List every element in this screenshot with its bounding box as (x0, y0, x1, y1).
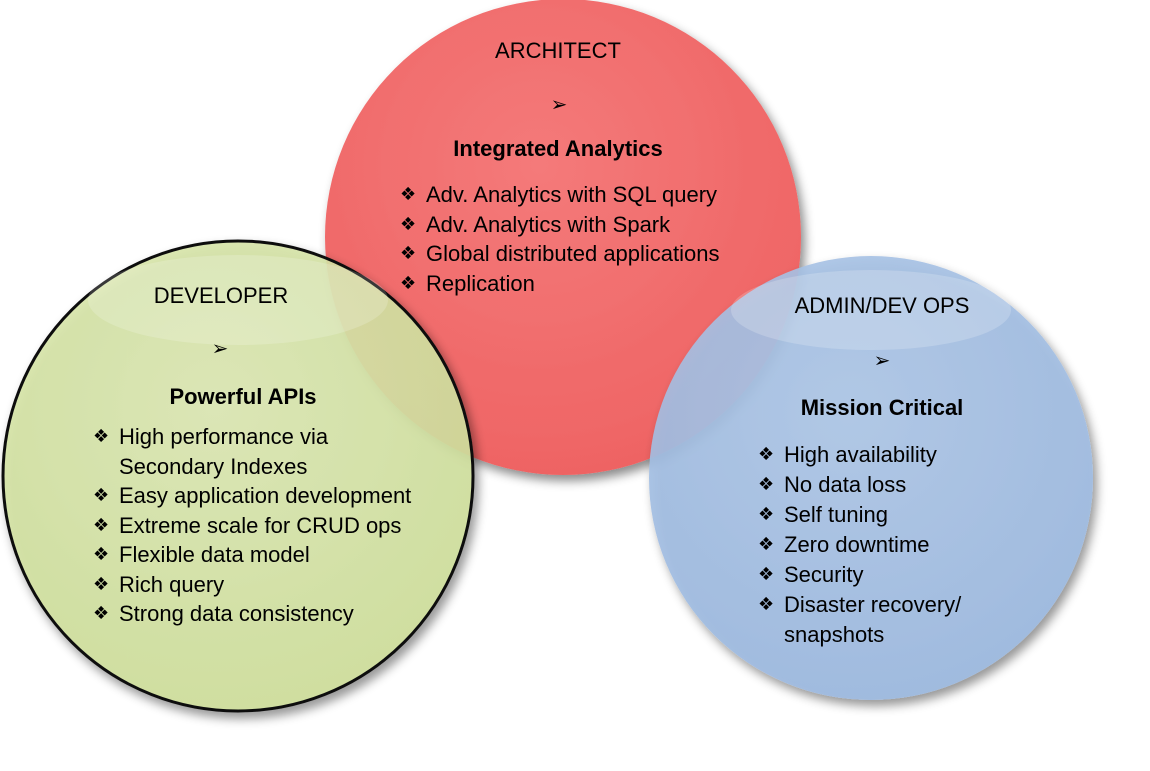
bullet-icon: ❖ (758, 594, 775, 615)
list-item: ❖Rich query (93, 571, 225, 597)
admin-item-list: ❖High availability ❖No data loss ❖Self t… (758, 440, 961, 650)
list-item: ❖Extreme scale for CRUD ops (93, 512, 402, 538)
list-item: ❖Zero downtime (758, 532, 930, 557)
list-item: ❖Global distributed applications (400, 241, 720, 266)
developer-arrow-icon: ➢ (211, 336, 229, 360)
admin-arrow-icon: ➢ (873, 348, 891, 372)
architect-arrow-icon: ➢ (550, 92, 568, 116)
bullet-icon: ❖ (758, 474, 775, 495)
list-item: ❖Adv. Analytics with Spark (400, 211, 671, 237)
architect-circle (325, 0, 801, 475)
admin-circle (649, 256, 1093, 700)
admin-role-label: ADMIN/DEV OPS (794, 293, 970, 318)
bullet-icon: ❖ (400, 213, 417, 235)
developer-highlight (88, 255, 388, 345)
list-item-continuation: Secondary Indexes (119, 453, 308, 479)
architect-role-label: ARCHITECT (495, 38, 621, 63)
bullet-icon: ❖ (758, 504, 775, 525)
list-item: ❖Security (758, 562, 864, 587)
list-item-continuation: snapshots (784, 622, 885, 647)
bullet-icon: ❖ (93, 544, 110, 565)
list-item: ❖High performance via (93, 424, 329, 449)
list-item: ❖Replication (400, 270, 535, 296)
architect-heading: Integrated Analytics (453, 136, 663, 161)
bullet-icon: ❖ (400, 243, 417, 264)
bullet-icon: ❖ (93, 514, 110, 536)
bullet-icon: ❖ (93, 485, 110, 506)
list-item: ❖Flexible data model (93, 542, 310, 567)
developer-circle (1, 239, 475, 713)
list-item: ❖High availability (758, 442, 937, 467)
developer-role-label: DEVELOPER (153, 283, 289, 308)
admin-highlight (731, 270, 1011, 350)
architect-item-list: ❖Adv. Analytics with SQL query ❖Adv. Ana… (400, 180, 720, 298)
bullet-icon: ❖ (400, 184, 417, 205)
bullet-icon: ❖ (93, 426, 110, 447)
list-item: ❖No data loss (758, 472, 907, 497)
bullet-icon: ❖ (93, 573, 110, 595)
bullet-icon: ❖ (93, 603, 110, 624)
list-item: ❖Strong data consistency (93, 601, 354, 626)
list-item: ❖Adv. Analytics with SQL query (400, 182, 718, 207)
bullet-icon: ❖ (758, 534, 775, 555)
list-item: ❖Easy application development (93, 483, 412, 508)
list-item: ❖Self tuning (758, 502, 888, 527)
developer-item-list: ❖High performance via Secondary Indexes … (93, 422, 411, 629)
list-item: ❖Disaster recovery/ (758, 592, 962, 617)
admin-heading: Mission Critical (800, 395, 964, 420)
bullet-icon: ❖ (758, 444, 775, 465)
bullet-icon: ❖ (400, 272, 417, 294)
developer-heading: Powerful APIs (169, 384, 317, 409)
bullet-icon: ❖ (758, 564, 775, 585)
